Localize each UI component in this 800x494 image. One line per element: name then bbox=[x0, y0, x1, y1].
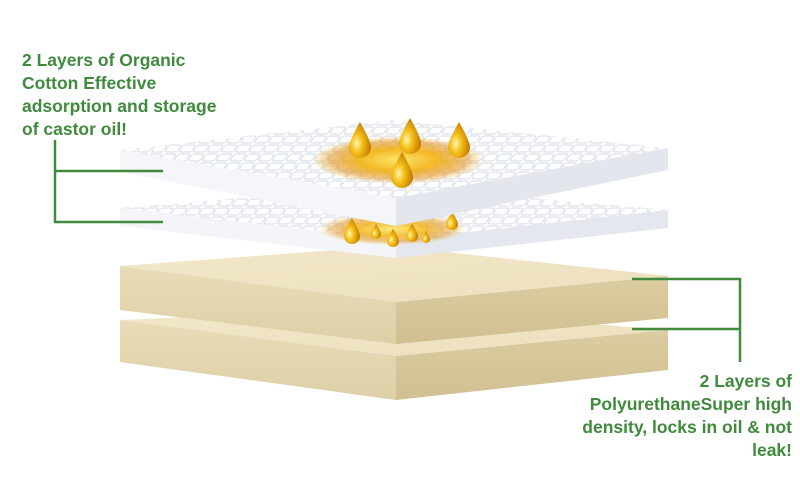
label-line: 2 Layers of bbox=[699, 371, 792, 391]
oil-drops-small bbox=[344, 212, 458, 247]
oil-drop-icon bbox=[391, 152, 413, 188]
oil-drop-icon bbox=[422, 231, 430, 243]
polyurethane-layer-top bbox=[120, 246, 668, 344]
oil-drop-icon bbox=[371, 224, 381, 239]
oil-drop-icon bbox=[446, 212, 458, 230]
label-line: Cotton Effective bbox=[22, 73, 157, 93]
polyurethane-layer-label: 2 Layers of PolyurethaneSuper high densi… bbox=[548, 370, 792, 462]
oil-drop-icon bbox=[349, 122, 371, 158]
oil-drop-icon bbox=[344, 218, 360, 244]
label-line: PolyurethaneSuper high bbox=[589, 394, 792, 414]
oil-drop-icon bbox=[448, 122, 470, 158]
label-line: leak! bbox=[752, 440, 792, 460]
cotton-layer-label: 2 Layers of Organic Cotton Effective ads… bbox=[22, 49, 252, 141]
oil-drop-icon bbox=[387, 229, 399, 247]
label-line: adsorption and storage bbox=[22, 96, 217, 116]
oil-drop-icon bbox=[399, 118, 421, 154]
label-line: density, locks in oil & not bbox=[582, 417, 792, 437]
oil-drops-large bbox=[349, 118, 470, 188]
label-line: of castor oil! bbox=[22, 119, 128, 139]
polyurethane-bracket bbox=[632, 277, 742, 362]
cotton-bracket bbox=[53, 140, 163, 224]
label-line: 2 Layers of Organic bbox=[22, 50, 186, 70]
oil-drop-icon bbox=[406, 224, 418, 242]
